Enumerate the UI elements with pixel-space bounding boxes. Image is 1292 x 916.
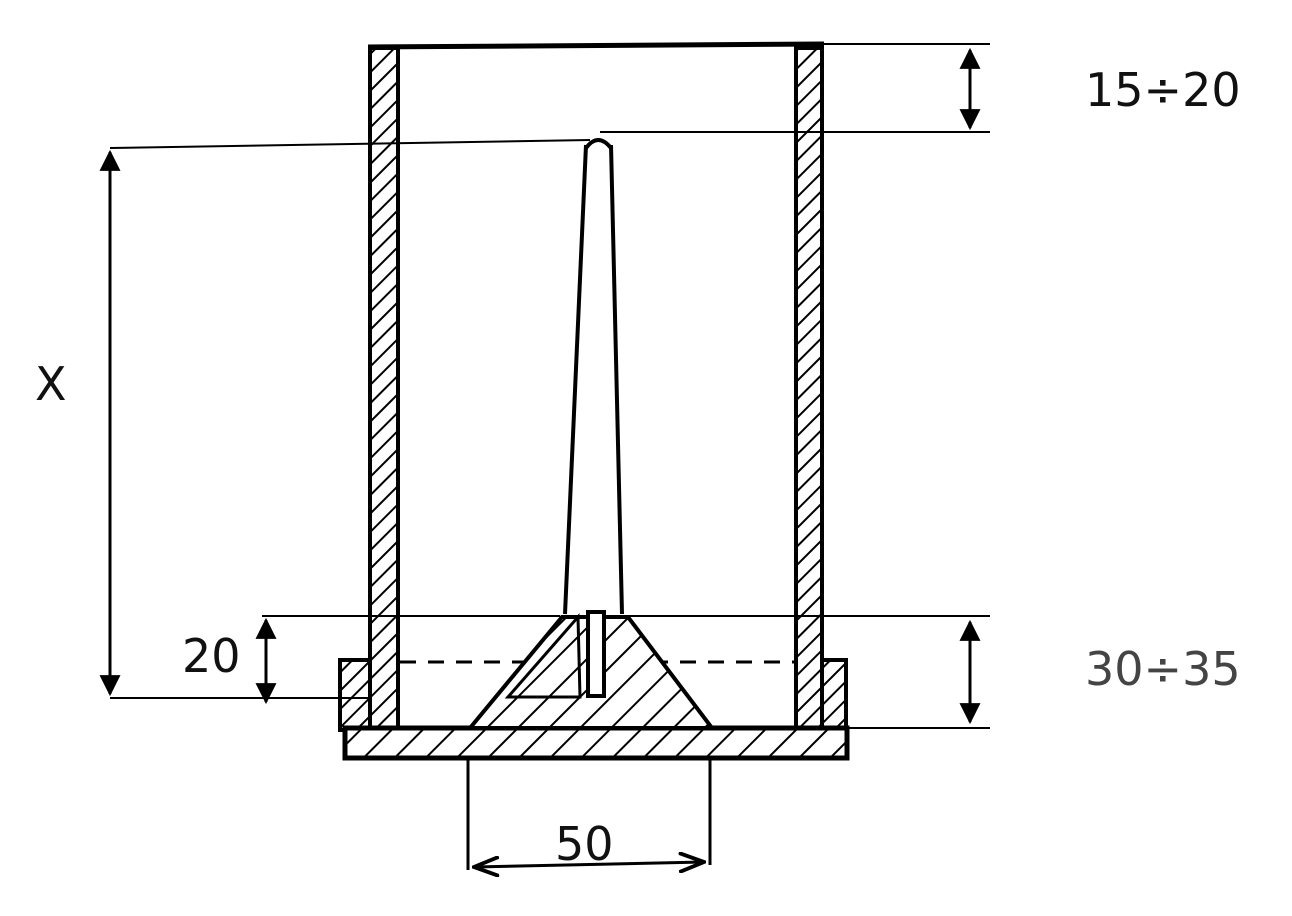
tube bbox=[367, 41, 825, 730]
base-plate bbox=[342, 725, 850, 761]
dimension-height-x: X bbox=[35, 139, 591, 699]
label-height-x: X bbox=[35, 357, 67, 411]
tube-top-edge bbox=[367, 41, 825, 50]
tube-left-wall bbox=[368, 46, 400, 730]
label-base-depth: 30÷35 bbox=[1085, 642, 1241, 696]
tube-right-wall bbox=[794, 46, 824, 730]
dimension-top-gap: 15÷20 bbox=[600, 43, 1241, 133]
rod-foot bbox=[586, 610, 606, 698]
label-sleeve-depth: 20 bbox=[182, 629, 241, 683]
dimension-sleeve-depth: 20 bbox=[182, 615, 560, 705]
sleeve-right bbox=[820, 658, 848, 732]
label-top-gap: 15÷20 bbox=[1085, 63, 1241, 117]
label-base-width: 50 bbox=[555, 817, 614, 871]
dimension-base-width: 50 bbox=[466, 760, 712, 871]
cone-base-inner bbox=[504, 613, 582, 699]
dimension-base-depth: 30÷35 bbox=[628, 615, 1241, 729]
central-rod bbox=[563, 138, 624, 698]
sleeve-left bbox=[338, 658, 372, 732]
